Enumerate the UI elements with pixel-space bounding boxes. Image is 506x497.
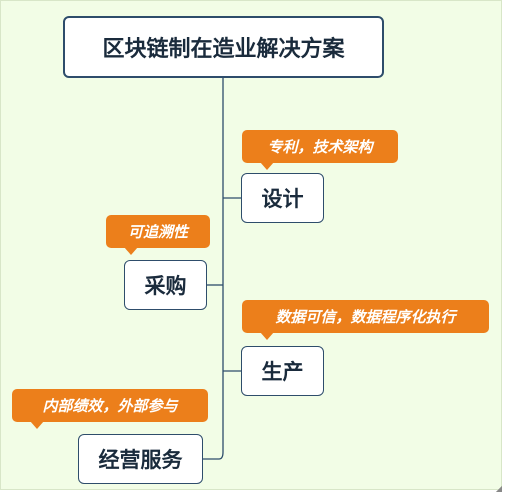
callout-service-text: 内部绩效，外部参与 xyxy=(42,397,178,415)
node-design-label: 设计 xyxy=(261,187,304,211)
connector-service xyxy=(203,451,224,460)
node-produce[interactable]: 生产 xyxy=(241,346,324,396)
root-node-label: 区块链制在造业解决方案 xyxy=(102,37,345,62)
callout-purchase: 可追溯性 xyxy=(106,215,210,255)
callout-produce-text: 数据可信，数据程序化执行 xyxy=(275,308,456,326)
node-purchase[interactable]: 采购 xyxy=(124,260,207,310)
node-purchase-label: 采购 xyxy=(144,274,187,298)
resize-corner-icon: ◢ xyxy=(495,484,502,493)
node-service-label: 经营服务 xyxy=(98,448,183,472)
callout-produce: 数据可信，数据程序化执行 xyxy=(242,300,489,340)
node-service[interactable]: 经营服务 xyxy=(78,434,203,484)
callout-design: 专利，技术架构 xyxy=(242,130,398,170)
node-produce-label: 生产 xyxy=(261,360,304,384)
root-node[interactable]: 区块链制在造业解决方案 xyxy=(63,16,384,78)
callout-design-text: 专利，技术架构 xyxy=(267,138,373,156)
callout-purchase-text: 可追溯性 xyxy=(127,223,188,241)
node-design[interactable]: 设计 xyxy=(241,173,324,223)
callout-service: 内部绩效，外部参与 xyxy=(12,389,208,429)
